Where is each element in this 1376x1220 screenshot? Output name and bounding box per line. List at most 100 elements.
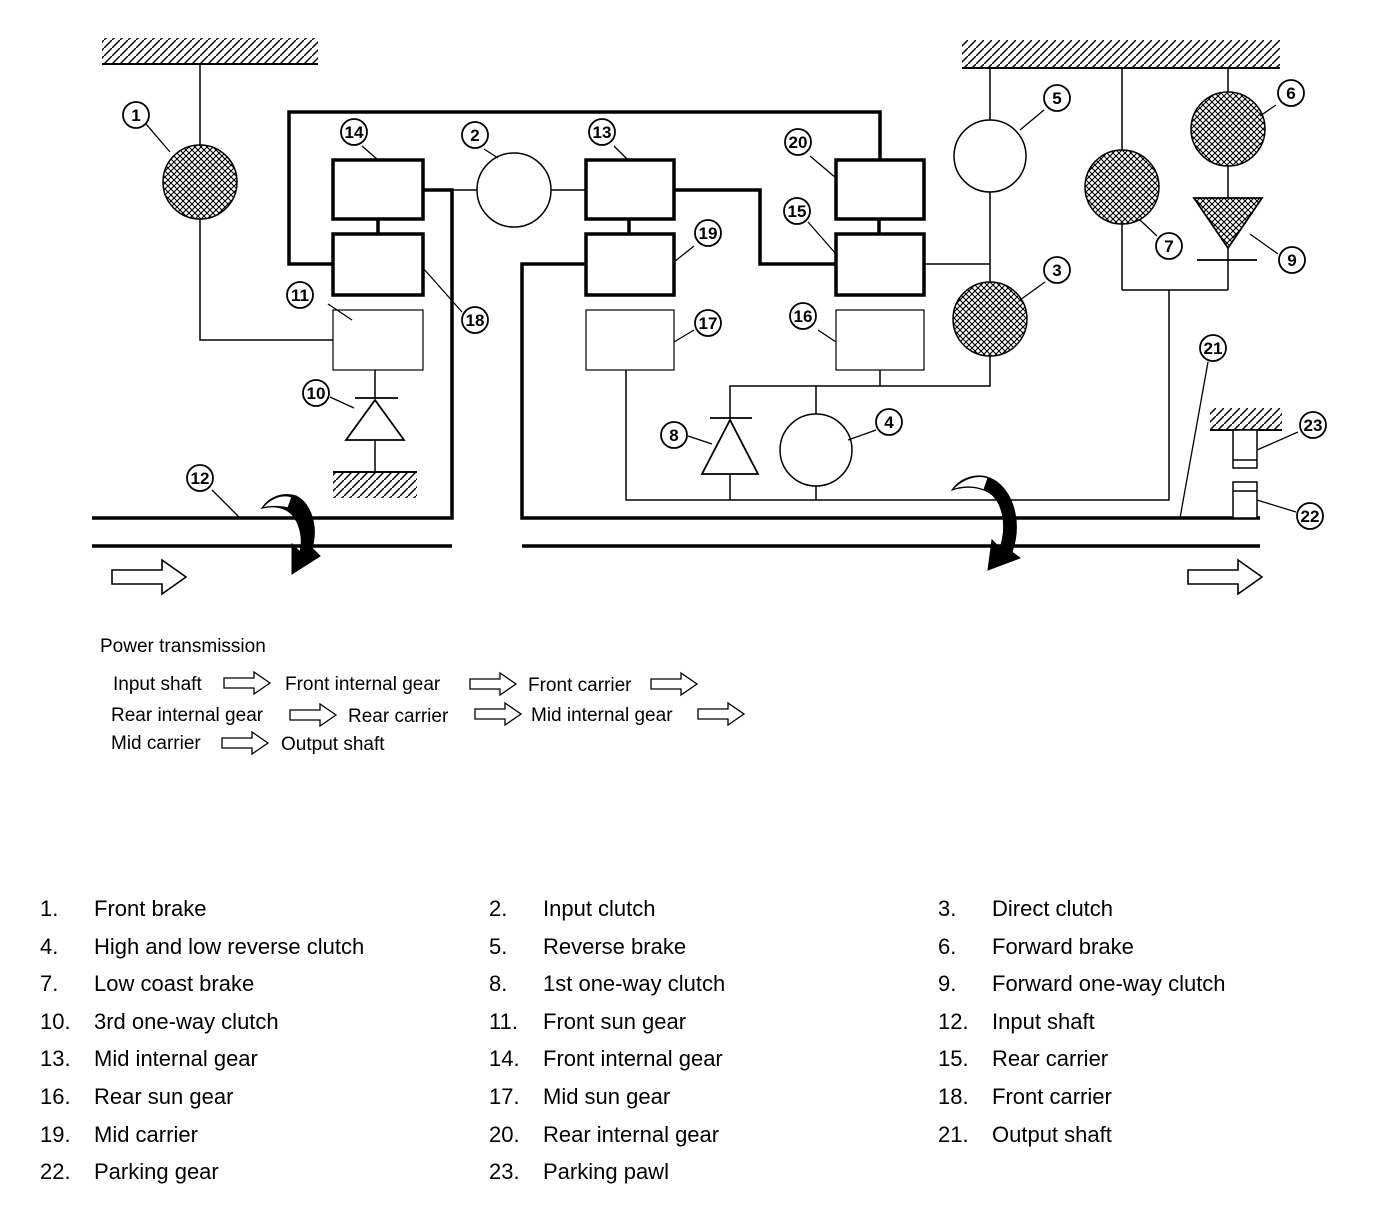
flow-mid-internal-gear: Mid internal gear: [531, 705, 673, 726]
flow-arrow-icon: [469, 671, 518, 697]
flow-mid-carrier: Mid carrier: [111, 733, 201, 754]
callout-number: 14: [345, 123, 364, 142]
legend-number: 3.: [938, 896, 957, 921]
power-transmission-title: Power transmission: [100, 636, 266, 657]
legend-label: Front brake: [94, 896, 207, 921]
flow-output-shaft: Output shaft: [281, 734, 385, 755]
callout-19: 19: [694, 219, 722, 247]
callout-23: 23: [1299, 411, 1327, 439]
legend-number: 17.: [489, 1084, 520, 1109]
callout-18: 18: [461, 306, 489, 334]
ground-hatch-parking-pawl: [1210, 408, 1282, 431]
legend-label: Low coast brake: [94, 971, 255, 997]
mid-internal-gear-box: [584, 158, 676, 221]
callout-9: 9: [1278, 246, 1306, 274]
flow-input-shaft: Input shaft: [113, 674, 202, 695]
callout-number: 9: [1287, 251, 1296, 270]
callout-2: 2: [461, 121, 489, 149]
callout-20: 20: [784, 128, 812, 156]
callout-number: 23: [1304, 416, 1323, 435]
callout-3: 3: [1043, 256, 1071, 284]
legend-label: Front internal gear: [543, 1046, 723, 1072]
gear-boxes: [331, 158, 926, 297]
front-sun-gear-box: [332, 309, 424, 371]
flow-arrow-icon: [289, 702, 338, 728]
callout-number: 16: [794, 307, 813, 326]
parking-pawl-symbol: [1232, 429, 1258, 469]
legend-number: 1.: [40, 896, 59, 921]
legend-label: Rear carrier: [992, 1046, 1109, 1072]
callout-number: 7: [1164, 237, 1173, 256]
3rd-one-way-clutch-symbol: [344, 397, 406, 441]
callout-number: 3: [1052, 261, 1061, 280]
callout-number: 17: [699, 314, 718, 333]
legend-number: 6.: [938, 933, 957, 959]
ground-hatch-front-brake: [102, 38, 318, 65]
callout-number: 13: [593, 123, 612, 142]
callout-number: 20: [789, 133, 808, 152]
flow-arrow-icon: [650, 671, 699, 697]
1st-one-way-clutch-symbol: [700, 417, 760, 475]
legend-label: Front sun gear: [543, 1008, 687, 1034]
callout-13: 13: [588, 118, 616, 146]
callout-15: 15: [783, 197, 811, 225]
legend-number: 7.: [40, 971, 59, 997]
legend-label: Input clutch: [543, 896, 656, 921]
callout-number: 10: [307, 384, 326, 403]
legend-number: 2.: [489, 896, 508, 921]
legend-number: 15.: [938, 1046, 969, 1072]
legend-label: Forward one-way clutch: [992, 971, 1226, 997]
callout-number: 12: [191, 469, 210, 488]
callout-number: 21: [1204, 339, 1223, 358]
legend-number: 8.: [489, 971, 508, 997]
legend-number: 14.: [489, 1046, 520, 1072]
legend-label: Parking gear: [94, 1159, 219, 1185]
flow-arrow-icon: [221, 730, 270, 756]
flow-arrow-icon: [223, 670, 272, 696]
callout-number: 1: [131, 106, 140, 125]
sun-gear-boxes: [332, 309, 925, 371]
flow-arrow-icon: [697, 701, 746, 727]
rear-internal-gear-box: [834, 158, 926, 221]
callout-number: 19: [699, 224, 718, 243]
legend-number: 23.: [489, 1159, 520, 1185]
legend-label: Mid sun gear: [543, 1084, 671, 1109]
legend-number: 12.: [938, 1008, 969, 1034]
callout-number: 22: [1301, 507, 1320, 526]
callout-1: 1: [122, 101, 150, 129]
flow-front-carrier: Front carrier: [528, 675, 632, 696]
legend-number: 18.: [938, 1084, 969, 1109]
legend-label: Rear sun gear: [94, 1084, 234, 1109]
input-clutch-symbol: [476, 152, 552, 228]
callout-4: 4: [875, 408, 903, 436]
legend-number: 5.: [489, 933, 508, 959]
input-rotation-arrow-icon: [260, 494, 321, 575]
callout-number: 5: [1052, 89, 1061, 108]
rear-sun-gear-box: [835, 309, 925, 371]
output-rotation-arrow-icon: [950, 475, 1022, 571]
reverse-brake-symbol: [953, 119, 1027, 193]
legend-label: Mid internal gear: [94, 1046, 258, 1072]
callout-number: 6: [1286, 84, 1295, 103]
legend-label: Direct clutch: [992, 896, 1114, 921]
callout-number: 18: [466, 311, 485, 330]
legend-number: 10.: [40, 1008, 71, 1034]
flow-front-internal-gear: Front internal gear: [285, 674, 441, 695]
legend-label: High and low reverse clutch: [94, 933, 365, 959]
legend-number: 21.: [938, 1121, 969, 1147]
rear-carrier-box: [834, 232, 926, 297]
callout-14: 14: [340, 118, 368, 146]
legend-label: Reverse brake: [543, 933, 687, 959]
callout-17: 17: [694, 309, 722, 337]
legend-label: 1st one-way clutch: [543, 971, 726, 997]
callout-number: 11: [291, 286, 309, 305]
callout-number: 15: [788, 202, 807, 221]
callout-11: 11: [286, 281, 314, 309]
legend-number: 20.: [489, 1121, 520, 1147]
front-brake-symbol: [162, 144, 238, 220]
high-low-reverse-clutch-symbol: [779, 413, 853, 487]
flow-arrow-icon: [474, 701, 523, 727]
legend-label: Output shaft: [992, 1121, 1112, 1147]
legend-label: Input shaft: [992, 1008, 1095, 1034]
